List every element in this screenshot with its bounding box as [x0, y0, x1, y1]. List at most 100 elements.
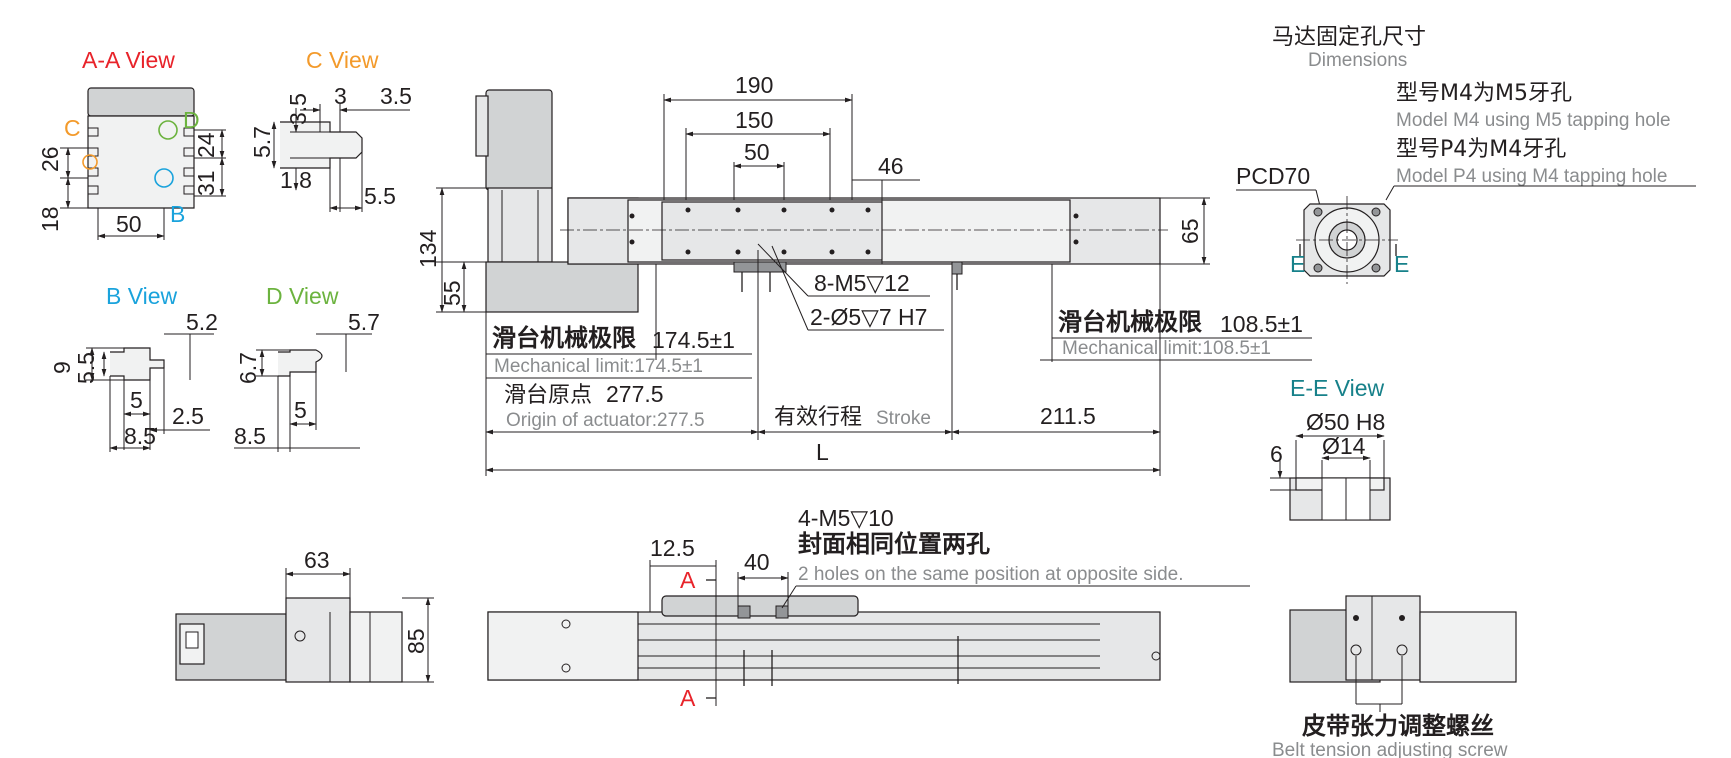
mech-limit-left-cn: 滑台机械极限 [492, 324, 636, 352]
motor-holes-p4-cn: 型号P4为M4牙孔 [1396, 137, 1566, 162]
ee-dim-6: 6 [1270, 441, 1283, 467]
stroke-cn: 有效行程 [774, 405, 862, 430]
front-hole-1 [737, 605, 751, 619]
mech-limit-right-cn: 滑台机械极限 [1058, 308, 1202, 336]
origin-cn: 滑台原点 [504, 383, 592, 408]
dim-150: 150 [735, 107, 773, 133]
c-dim-3-5-left: 3.5 [285, 93, 311, 125]
stroke-en: Stroke [876, 408, 931, 429]
dim-134: 134 [415, 229, 441, 268]
holes-2-d5: 2-Ø5▽7 H7 [810, 304, 927, 330]
ee-dim-14: Ø14 [1322, 433, 1366, 459]
front-view: A A 12.5 40 4-M5▽10 封面相同位置两孔 2 holes on … [487, 505, 1250, 711]
holes-same-position-en: 2 holes on the same position at opposite… [798, 564, 1184, 585]
motor-holes-m4-cn: 型号M4为M5牙孔 [1396, 81, 1572, 106]
motor-holes-m4-en: Model M4 using M5 tapping hole [1396, 110, 1671, 131]
c-dim-5-7: 5.7 [249, 126, 275, 158]
belt-tension-cn: 皮带张力调整螺丝 [1302, 712, 1494, 740]
aa-marker-c: C [64, 115, 81, 141]
side-coupling [349, 611, 403, 683]
b-dim-8-5: 8.5 [124, 423, 156, 449]
c-dim-3-5-right: 3.5 [380, 83, 412, 109]
mech-limit-right-en: Mechanical limit:108.5±1 [1062, 338, 1271, 359]
front-carriage [661, 595, 859, 617]
aa-marker-d: D [183, 107, 200, 133]
motor-flange [487, 187, 553, 263]
b-dim-5-5: 5.5 [73, 352, 99, 384]
aa-dim-26: 26 [37, 146, 63, 172]
holes-same-position-cn: 封面相同位置两孔 [798, 530, 990, 558]
dim-55: 55 [439, 280, 465, 306]
b-view-title: B View [106, 283, 178, 309]
main-top-view: 190 150 50 46 65 134 55 8-M5▽12 2-Ø5▽7 H… [415, 72, 1312, 476]
d-dim-5: 5 [294, 397, 307, 423]
front-dim-12-5: 12.5 [650, 535, 695, 561]
dim-211-5: 211.5 [1040, 403, 1096, 429]
d-view-title: D View [266, 283, 339, 309]
c-dim-3: 3 [334, 83, 347, 109]
ee-view: E-E View Ø50 H8 Ø14 6 [1270, 375, 1391, 521]
motor-base-block [485, 261, 639, 313]
aa-slider-top [87, 87, 195, 117]
front-dim-40: 40 [744, 549, 770, 575]
c-dim-1-8: 1.8 [280, 167, 312, 193]
aa-b-circle [154, 168, 174, 188]
motor-holes-title-en: Dimensions [1308, 50, 1407, 71]
belt-tension-view: 皮带张力调整螺丝 Belt tension adjusting screw [1272, 595, 1517, 758]
sensor-right [951, 261, 963, 275]
motor-holes-p4-en: Model P4 using M4 tapping hole [1396, 166, 1667, 187]
mech-limit-right-value: 108.5±1 [1220, 311, 1303, 337]
section-a-top: A [680, 567, 696, 593]
aa-view: A-A View C D B 26 18 50 24 31 [37, 47, 226, 240]
origin-en: Origin of actuator:277.5 [506, 410, 705, 431]
aa-dim-18: 18 [37, 206, 63, 232]
section-a-bottom: A [680, 685, 696, 711]
ee-view-title: E-E View [1290, 375, 1385, 401]
section-e-right: E [1394, 251, 1409, 277]
aa-view-title: A-A View [82, 47, 175, 73]
dim-65: 65 [1177, 218, 1203, 244]
aa-profile [87, 115, 195, 209]
aa-c-circle [82, 154, 98, 170]
dim-190: 190 [735, 72, 773, 98]
b-dim-5-2: 5.2 [186, 309, 218, 335]
c-view: C View 3 3.5 3.5 5.7 1.8 5.5 [249, 47, 412, 212]
aa-dim-31: 31 [193, 170, 219, 196]
side-dim-85: 85 [403, 628, 429, 654]
side-gearbox [285, 597, 351, 683]
mech-limit-left-value: 174.5±1 [652, 327, 735, 353]
holes-8-m5: 8-M5▽12 [814, 270, 910, 296]
aa-dim-24: 24 [193, 132, 219, 158]
d-dim-5-7: 5.7 [348, 309, 380, 335]
aa-d-circle [158, 120, 178, 140]
motor-hole-section: 马达固定孔尺寸 Dimensions 型号M4为M5牙孔 Model M4 us… [1236, 25, 1696, 284]
front-hole-2 [775, 605, 789, 619]
aa-marker-b: B [170, 201, 185, 227]
pcd-label: PCD70 [1236, 163, 1310, 189]
origin-value: 277.5 [606, 381, 664, 407]
d-view: D View 5.7 6.7 5 8.5 [234, 283, 380, 452]
d-slot-profile [278, 349, 323, 377]
section-e-left: E [1290, 251, 1305, 277]
b-dim-5: 5 [130, 387, 143, 413]
b-dim-9: 9 [49, 361, 75, 374]
c-view-title: C View [306, 47, 379, 73]
holes-4-m5: 4-M5▽10 [798, 505, 894, 531]
c-dim-5-5: 5.5 [364, 183, 396, 209]
carriage-top [661, 201, 883, 261]
side-dim-63: 63 [304, 547, 330, 573]
d-dim-8-5: 8.5 [234, 423, 266, 449]
sensor-block [733, 261, 787, 273]
mech-limit-left-en: Mechanical limit:174.5±1 [494, 356, 703, 377]
c-slot-profile [280, 121, 363, 169]
aa-dim-50: 50 [116, 211, 142, 237]
side-view-left: 63 85 [175, 547, 434, 683]
belt-tension-en: Belt tension adjusting screw [1272, 740, 1508, 758]
motor-body-upper [485, 89, 553, 191]
motor-holes-title-cn: 马达固定孔尺寸 [1272, 25, 1426, 50]
carriage-holes [629, 207, 1079, 255]
d-dim-6-7: 6.7 [235, 352, 261, 384]
motor-cable [475, 95, 489, 157]
belt-housing [1419, 611, 1517, 683]
